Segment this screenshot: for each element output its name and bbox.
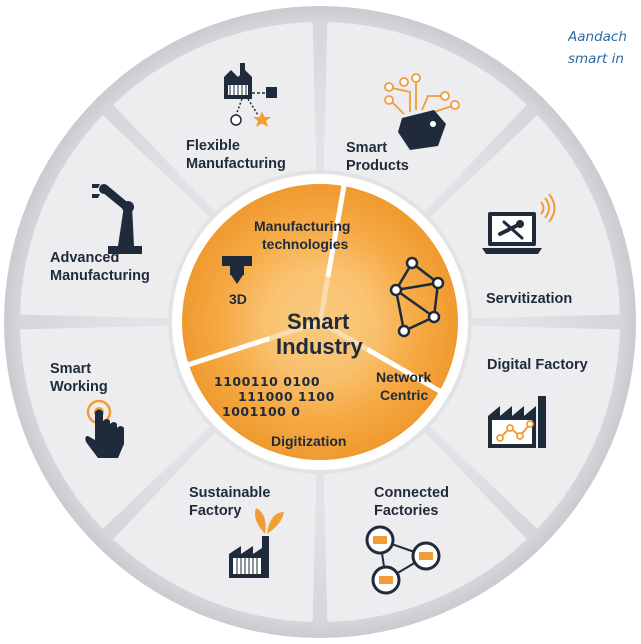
core-label-line: Manufacturing [254,218,350,234]
segment-flexible-manufacturing: Flexible Manufacturing [186,63,286,172]
core-manufacturing-technologies: Manufacturing technologies 3D [222,218,350,307]
core-label-line: technologies [262,236,349,252]
segment-label-line: Digital Factory [487,357,588,373]
sustainable-factory-icon [229,508,284,578]
ring-segment [113,22,317,212]
caption-line: Aandach [568,29,627,45]
caption-text: Aandach smart in [568,26,641,70]
laptop-wrench-icon [482,193,556,254]
segment-label-line: Manufacturing [50,268,150,284]
core-title-line: Industry [276,334,364,359]
binary-line: 1001100 0 [222,404,300,419]
segment-label-line: Smart [346,140,387,156]
binary-line: 111000 1100 [238,389,335,404]
core-sub-label: 3D [229,291,247,307]
segment-advanced-manufacturing: Advanced Manufacturing [50,184,150,284]
core-title-line: Smart [287,309,350,334]
core-label-line: Centric [380,387,428,403]
segment-label-line: Flexible [186,138,240,154]
robot-arm-icon [92,184,142,254]
digital-factory-icon [488,396,546,448]
segment-label-line: Manufacturing [186,156,286,172]
segment-label-line: Connected [374,485,449,501]
core-digitization: 1100110 0100 111000 1100 1001100 0 Digit… [214,374,346,449]
segment-label-line: Advanced [50,250,119,266]
segment-sustainable-factory: Sustainable Factory [189,485,284,578]
core-network-centric: Network Centric [376,256,445,403]
segment-connected-factories: Connected Factories [365,485,449,595]
caption-line: smart in [568,51,624,67]
touch-hand-icon [85,399,124,458]
segment-smart-products: Smart Products [346,73,460,174]
segment-label-line: Smart [50,361,91,377]
segment-digital-factory: Digital Factory [487,357,588,448]
segment-smart-working: Smart Working [50,361,124,458]
network-nodes-icon [389,256,445,338]
segment-label-line: Sustainable [189,485,270,501]
ring-segment [20,115,210,319]
segment-label-line: Working [50,379,108,395]
factory-nodes-icon [224,63,277,127]
smart-tag-icon [384,73,460,150]
segment-label-line: Servitization [486,291,572,307]
core-glow [268,276,372,380]
binary-line: 1100110 0100 [214,374,320,389]
core-title: Smart Industry [276,309,364,359]
core-label-line: Digitization [271,433,346,449]
connected-factories-icon [365,525,441,595]
segment-label-line: Factory [189,503,241,519]
segment-label-line: Factories [374,503,438,519]
core-label-line: Network [376,369,431,385]
core-circle [182,183,458,460]
segment-servitization: Servitization [482,193,572,307]
segment-label-line: Products [346,158,409,174]
3d-printer-icon [222,256,252,284]
